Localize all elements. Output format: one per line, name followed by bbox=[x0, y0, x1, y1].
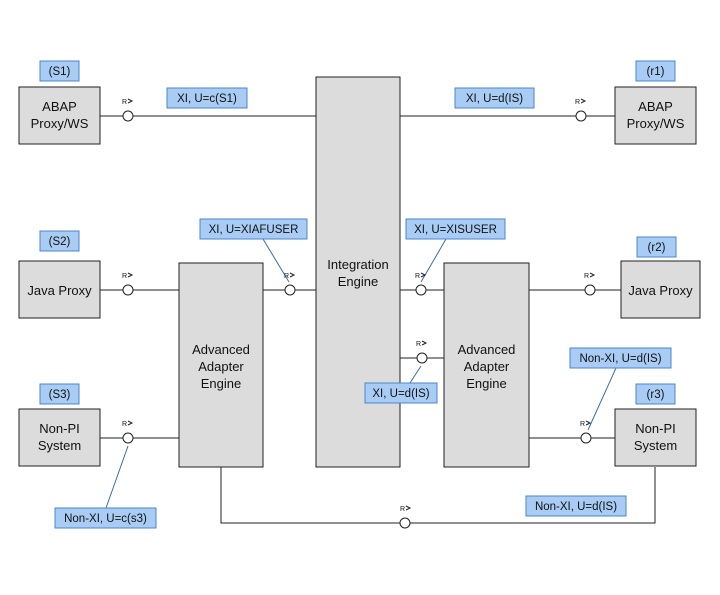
label-nonxi-d-is-bottom: Non-XI, U=d(IS) bbox=[525, 495, 627, 517]
box-label: Proxy/WS bbox=[627, 116, 685, 131]
system-box-nonpi-left: Non-PI System bbox=[18, 408, 101, 467]
system-box-java-right: Java Proxy bbox=[620, 260, 701, 319]
label-xi-xiafuser: XI, U=XIAFUSER bbox=[199, 218, 308, 240]
tag-r1: (r1) bbox=[635, 60, 676, 82]
port-ie-to-aae-right bbox=[414, 272, 427, 296]
advanced-adapter-engine-right: Advanced Adapter Engine bbox=[443, 262, 530, 468]
tag-r3: (r3) bbox=[635, 383, 676, 405]
wire-aae-to-nonpi-right-bottom bbox=[220, 467, 656, 524]
box-label: Engine bbox=[466, 376, 506, 391]
box-label: ABAP bbox=[42, 99, 77, 114]
port-nonpi-right bbox=[579, 420, 592, 444]
leader-xi-d-is-mid bbox=[409, 365, 422, 384]
box-label: Java Proxy bbox=[27, 283, 92, 298]
leader-nonxi-right bbox=[587, 367, 617, 431]
leader-nonxi-c-s3 bbox=[105, 445, 129, 509]
system-box-abap-left: ABAP Proxy/WS bbox=[18, 86, 101, 145]
port-java-right bbox=[583, 272, 596, 296]
label-xi-c-s1: XI, U=c(S1) bbox=[166, 87, 248, 109]
port-abap-right bbox=[574, 98, 587, 122]
svg-text:XI, U=d(IS): XI, U=d(IS) bbox=[372, 388, 429, 400]
port-nonpi-left bbox=[121, 420, 134, 444]
system-box-nonpi-right: Non-PI System bbox=[614, 408, 697, 467]
svg-text:Non-XI, U=d(IS): Non-XI, U=d(IS) bbox=[579, 353, 661, 365]
label-xi-xisuser: XI, U=XISUSER bbox=[405, 218, 506, 240]
svg-text:Non-XI, U=d(IS): Non-XI, U=d(IS) bbox=[535, 501, 617, 513]
tag-s1: (S1) bbox=[39, 60, 80, 82]
box-label: System bbox=[634, 438, 677, 453]
svg-text:(r1): (r1) bbox=[647, 66, 665, 78]
box-label: Advanced bbox=[458, 342, 516, 357]
box-label: Proxy/WS bbox=[31, 116, 89, 131]
system-box-java-left: Java Proxy bbox=[18, 260, 101, 319]
svg-text:XI, U=d(IS): XI, U=d(IS) bbox=[466, 93, 523, 105]
box-label: Engine bbox=[201, 376, 241, 391]
box-label: Adapter bbox=[464, 359, 510, 374]
advanced-adapter-engine-left: Advanced Adapter Engine bbox=[178, 262, 264, 468]
box-label: Non-PI bbox=[39, 421, 79, 436]
box-label: Adapter bbox=[198, 359, 244, 374]
port-java-left bbox=[121, 272, 134, 296]
tag-s2: (S2) bbox=[39, 230, 80, 252]
port-abap-left bbox=[121, 98, 134, 122]
box-label: Engine bbox=[338, 274, 378, 289]
system-box-abap-right: ABAP Proxy/WS bbox=[614, 86, 697, 145]
integration-engine: Integration Engine bbox=[315, 76, 401, 468]
svg-text:(r2): (r2) bbox=[648, 242, 666, 254]
port-aae-to-ie bbox=[283, 272, 296, 296]
label-xi-d-is-top: XI, U=d(IS) bbox=[454, 87, 535, 109]
box-label: Java Proxy bbox=[628, 283, 693, 298]
label-nonxi-c-s3: Non-XI, U=c(s3) bbox=[54, 507, 157, 529]
box-label: Integration bbox=[327, 257, 388, 272]
svg-text:(S2): (S2) bbox=[49, 236, 71, 248]
svg-text:XI, U=XISUSER: XI, U=XISUSER bbox=[414, 224, 497, 236]
tag-s3: (S3) bbox=[39, 383, 80, 405]
svg-text:XI, U=c(S1): XI, U=c(S1) bbox=[177, 93, 237, 105]
box-label: System bbox=[38, 438, 81, 453]
tag-r2: (r2) bbox=[636, 236, 677, 258]
label-nonxi-d-is-right: Non-XI, U=d(IS) bbox=[569, 347, 672, 369]
svg-text:Non-XI, U=c(s3): Non-XI, U=c(s3) bbox=[64, 513, 147, 525]
box-label: Non-PI bbox=[635, 421, 675, 436]
port-bottom bbox=[399, 505, 411, 529]
box-label: ABAP bbox=[638, 99, 673, 114]
svg-text:(S3): (S3) bbox=[49, 389, 71, 401]
svg-text:XI, U=XIAFUSER: XI, U=XIAFUSER bbox=[209, 224, 299, 236]
port-ie-to-aae-right-lower bbox=[415, 340, 428, 364]
svg-text:(r3): (r3) bbox=[647, 389, 665, 401]
svg-text:(S1): (S1) bbox=[49, 66, 71, 78]
box-label: Advanced bbox=[192, 342, 250, 357]
label-xi-d-is-mid: XI, U=d(IS) bbox=[364, 382, 438, 404]
